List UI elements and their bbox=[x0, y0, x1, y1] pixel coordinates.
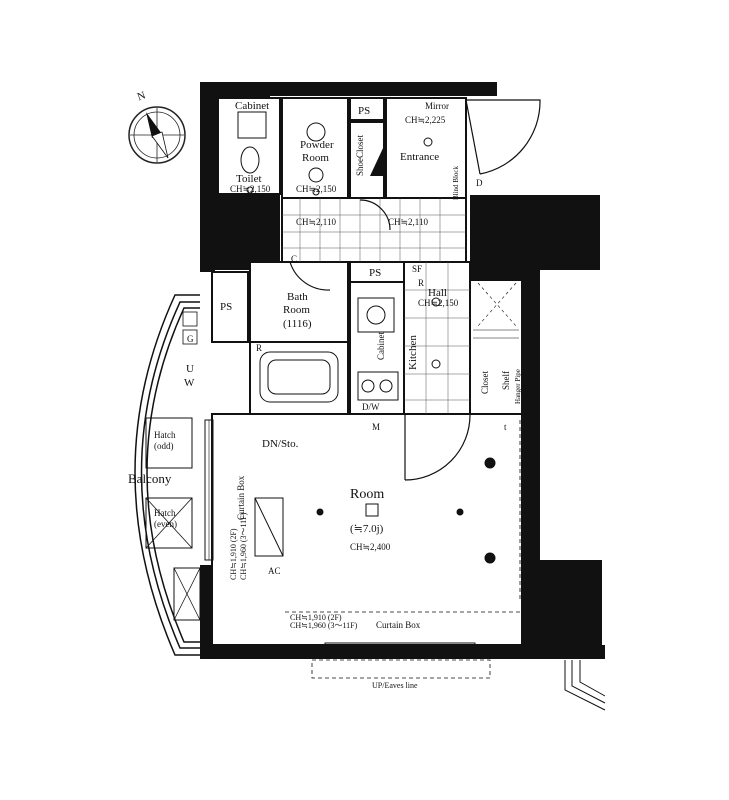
ps-top-label: PS bbox=[358, 105, 370, 117]
sf-mark: SF bbox=[412, 264, 422, 274]
entrance-label: Entrance bbox=[400, 151, 439, 163]
ps-mid-label: PS bbox=[369, 267, 381, 279]
hatch-mid-line: (even) bbox=[154, 519, 177, 529]
d-mark: D bbox=[476, 178, 483, 188]
uw-line: W bbox=[184, 377, 195, 389]
ch-hall-b-label: CH≒2,110 bbox=[388, 217, 428, 227]
m-mark: M bbox=[372, 422, 380, 432]
ch-hall-a-label: CH≒2,110 bbox=[296, 217, 336, 227]
shelf-label: Shelf bbox=[501, 371, 511, 390]
curtain-box-bottom-label: Curtain Box bbox=[376, 620, 421, 630]
bath-room-line: (1116) bbox=[283, 318, 312, 330]
compass-icon: N bbox=[128, 89, 186, 164]
eaves-label: UP/Eaves line bbox=[372, 681, 418, 690]
r-bath-mark: R bbox=[256, 343, 262, 353]
shoe-closet-label: ShoeCloset bbox=[355, 134, 365, 176]
hatch-top-line: Hatch bbox=[154, 430, 176, 440]
mirror-label: Mirror bbox=[425, 101, 449, 111]
north-label: N bbox=[136, 89, 148, 103]
shoe-closet-marker bbox=[370, 146, 384, 176]
powder-room-label: Powder Room bbox=[300, 139, 336, 164]
doors bbox=[285, 99, 541, 613]
fixtures bbox=[237, 111, 496, 564]
powder-room-line: Room bbox=[302, 152, 329, 164]
hatch-mid-line: Hatch bbox=[154, 508, 176, 518]
room-interiors bbox=[211, 97, 523, 646]
hatch-top-label: Hatch (odd) bbox=[154, 430, 178, 451]
blind-block-label: Blind Block bbox=[452, 165, 460, 200]
uw-label: U W bbox=[184, 363, 197, 389]
cabinet-kitchen-label: Cabinet bbox=[376, 332, 386, 360]
hall-label: Hall bbox=[428, 287, 447, 299]
g-mark: G bbox=[187, 334, 194, 344]
balcony-label: Balcony bbox=[128, 471, 172, 486]
closet-shelf bbox=[473, 282, 519, 339]
hatch-top-line: (odd) bbox=[154, 441, 174, 451]
hatch-mid-label: Hatch (even) bbox=[154, 508, 178, 529]
t-mark: t bbox=[504, 422, 507, 432]
balcony-window bbox=[204, 419, 214, 561]
toilet-label: Toilet bbox=[236, 173, 262, 185]
ch-left-b-label: CH≒1,960 (3〜11F) bbox=[239, 512, 248, 580]
dn-sto-label: DN/Sto. bbox=[262, 438, 299, 450]
kitchen-label: Kitchen bbox=[407, 335, 419, 370]
r-mark: R bbox=[418, 278, 424, 288]
bath-room-line: Room bbox=[283, 304, 310, 316]
floor-tiles bbox=[282, 198, 470, 414]
ch-left-a-label: CH≒1,910 (2F) bbox=[229, 528, 238, 580]
hanger-pipe-label: Hanger Pipe bbox=[514, 369, 522, 404]
dw-label: D/W bbox=[362, 402, 380, 412]
room-label: Room bbox=[350, 487, 384, 502]
bottom-window bbox=[311, 642, 491, 679]
ac-mark: AC bbox=[268, 566, 281, 576]
curtain-box-left-label: Curtain Box bbox=[236, 475, 246, 520]
ch-bottom-a-label: CH≒1,910 (2F) bbox=[290, 613, 342, 622]
ch-hall-label: CH≒2,150 bbox=[418, 298, 459, 308]
ch-bottom-b-label: CH≒1,960 (3〜11F) bbox=[290, 621, 358, 630]
closet-label: Closet bbox=[480, 370, 490, 394]
bath-room-label: Bath Room (1116) bbox=[283, 291, 313, 330]
ps-left-label: PS bbox=[220, 301, 232, 313]
room-size-label: (≒7.0j) bbox=[350, 523, 384, 535]
cabinet-label: Cabinet bbox=[235, 100, 269, 112]
uw-line: U bbox=[186, 363, 194, 375]
ch-toilet-label: CH≒2,150 bbox=[230, 184, 271, 194]
ch-powder-label: CH≒2,150 bbox=[296, 184, 337, 194]
bath-room-line: Bath bbox=[287, 291, 308, 303]
ch-entrance-label: CH≒2,225 bbox=[405, 115, 446, 125]
powder-room-line: Powder bbox=[300, 139, 334, 151]
ch-room-label: CH≒2,400 bbox=[350, 542, 391, 552]
stair-detail bbox=[564, 660, 606, 711]
mb-label: MB bbox=[491, 225, 508, 237]
c-mark: C bbox=[291, 254, 297, 264]
balcony bbox=[134, 294, 201, 656]
